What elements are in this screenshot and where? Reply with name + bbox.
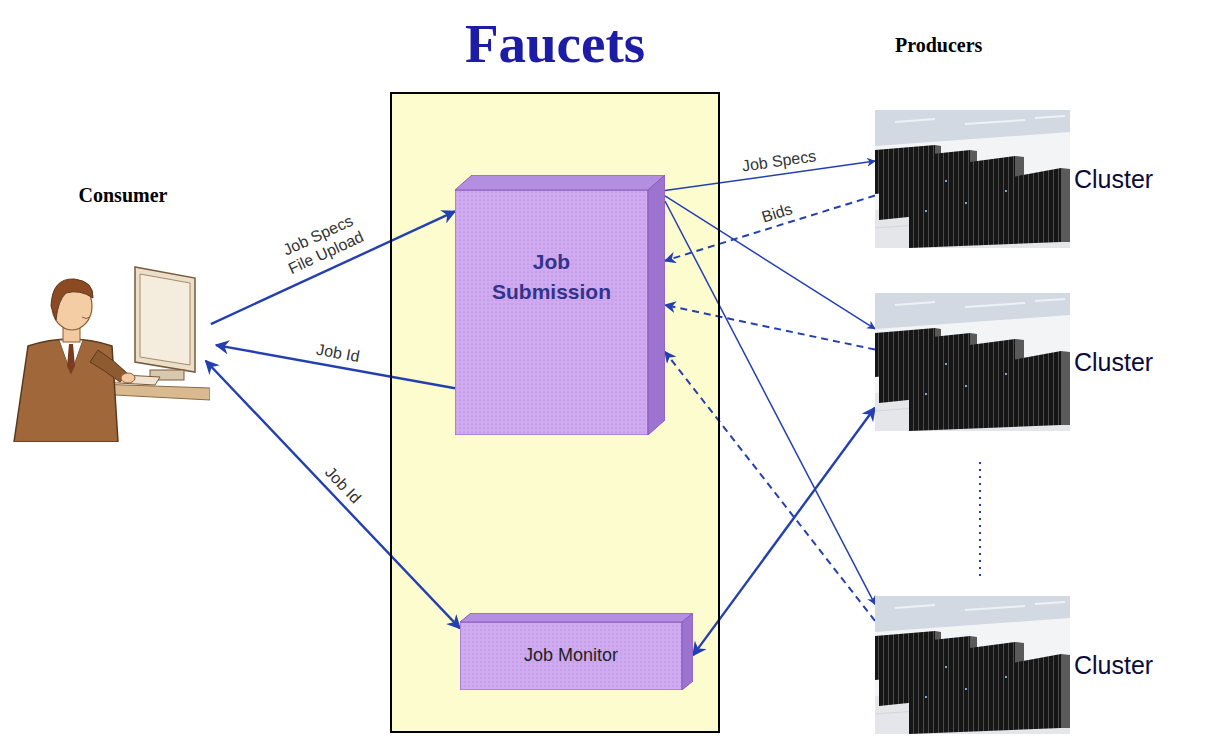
server-room-picture	[875, 293, 1070, 431]
server-room-picture	[875, 110, 1070, 248]
edge-label: Job Id	[320, 461, 367, 509]
cube-face	[682, 613, 693, 690]
edge-label: Job Specs	[738, 146, 819, 176]
process-label: Job Monitor	[460, 613, 682, 666]
person-illustration	[10, 262, 210, 442]
bid-arrow	[665, 196, 875, 261]
process-label: Job Submission	[489, 247, 614, 307]
cube-face	[455, 190, 648, 435]
edge-label: Bids	[757, 198, 796, 227]
flow-arrow	[665, 201, 875, 604]
cube-outline	[455, 175, 665, 435]
group-heading: Producers	[895, 34, 982, 57]
cluster-node: Cluster	[875, 293, 1160, 431]
job-submission-box: Job Submission	[455, 175, 665, 435]
system-title: Faucets	[392, 14, 718, 75]
ellipsis-line	[979, 462, 981, 578]
cube-face	[455, 175, 665, 190]
cluster-label: Cluster	[1074, 651, 1153, 680]
flow-arrow	[206, 361, 460, 629]
system-frame: FaucetsJob SubmissionJob Monitor	[390, 92, 720, 733]
consumer-actor: Consumer	[10, 180, 216, 442]
frame-fill	[390, 92, 720, 733]
cube-face	[455, 190, 648, 435]
flow-arrow	[693, 408, 875, 656]
edge-label: Job Specs File Upload	[270, 207, 373, 282]
cube-face	[648, 175, 665, 435]
bid-arrow	[665, 352, 875, 621]
cluster-label: Cluster	[1074, 165, 1153, 194]
bid-arrow	[665, 305, 875, 350]
cluster-label: Cluster	[1074, 348, 1153, 377]
edge-label: Job Id	[313, 339, 363, 366]
server-room-picture	[875, 596, 1070, 734]
cluster-node: Cluster	[875, 110, 1160, 248]
cube-face	[460, 613, 693, 622]
cluster-node: Cluster	[875, 596, 1160, 734]
actor-label: Consumer	[10, 180, 216, 207]
job-monitor-box: Job Monitor	[460, 613, 693, 690]
